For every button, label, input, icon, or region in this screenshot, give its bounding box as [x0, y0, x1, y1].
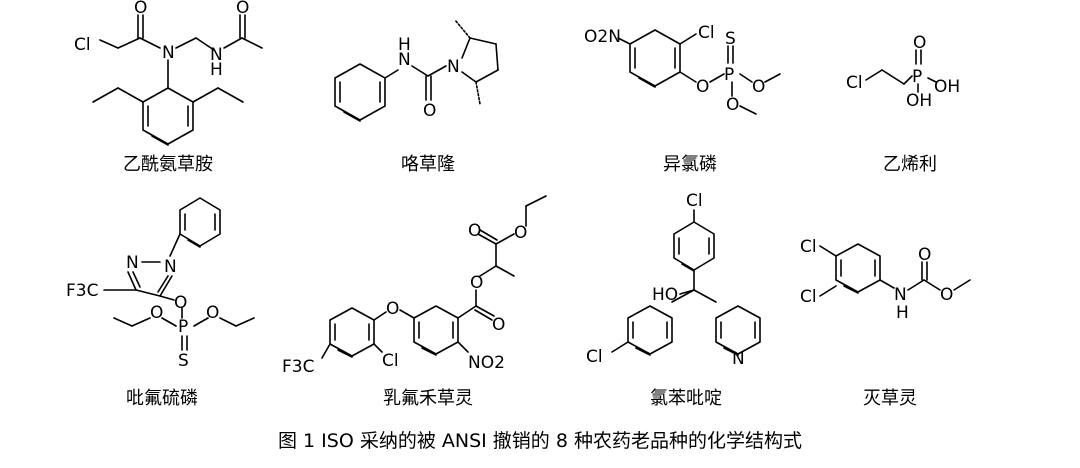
atom-f3c: F3C	[66, 281, 98, 301]
atom-cl: Cl	[74, 35, 91, 55]
structure-lactofen: F3C Cl O NO2 O O O O	[282, 195, 547, 377]
atom-n: N	[210, 45, 223, 65]
label-swep: 灭草灵	[863, 388, 917, 409]
atom-cl: Cl	[800, 237, 817, 257]
atom-o: O	[492, 315, 505, 335]
structure-flupyrazofos: N N F3C O P S O O	[66, 197, 255, 371]
atom-o: O	[134, 0, 147, 18]
atom-n: N	[447, 57, 460, 77]
atom-n: N	[732, 349, 745, 369]
atom-oh: OH	[906, 91, 932, 111]
structure-acetamide: N O Cl N H O	[74, 0, 263, 146]
atom-o: O	[696, 77, 709, 97]
atom-n: N	[164, 257, 177, 277]
atom-o: O	[174, 293, 187, 313]
atom-oh: OH	[934, 77, 960, 97]
atom-cl: Cl	[686, 191, 703, 211]
atom-o2n: O2N	[584, 27, 621, 47]
atom-o: O	[514, 223, 527, 243]
atom-o: O	[726, 95, 739, 115]
atom-o: O	[913, 33, 926, 53]
label-dicapthon: 异氯磷	[663, 154, 717, 175]
atom-cl: Cl	[698, 23, 715, 43]
atom-o: O	[236, 0, 249, 18]
atom-o: O	[150, 303, 163, 323]
atom-no2: NO2	[468, 353, 505, 373]
structure-parinol: Cl HO Cl N	[586, 191, 761, 369]
atom-cl: Cl	[586, 347, 603, 367]
atom-p: P	[724, 65, 734, 85]
atom-s: S	[178, 351, 189, 371]
structure-ethephon: Cl P O OH OH	[846, 33, 960, 111]
atom-n: N	[162, 43, 175, 63]
atom-n: N	[894, 285, 907, 305]
atom-o: O	[206, 303, 219, 323]
atom-n: N	[126, 253, 139, 273]
atom-o: O	[423, 101, 436, 121]
atom-h: H	[896, 303, 909, 323]
label-ethephon: 乙烯利	[883, 154, 937, 175]
atom-o: O	[468, 221, 481, 241]
atom-ho: HO	[652, 285, 678, 305]
atom-p: P	[912, 67, 922, 87]
structure-pyrrolidine-urea: N H O N	[334, 19, 499, 122]
atom-h: H	[398, 35, 411, 55]
atom-o: O	[918, 245, 931, 265]
atom-o: O	[940, 285, 953, 305]
atom-h: H	[210, 60, 223, 80]
atom-f3c: F3C	[282, 357, 314, 377]
figure-caption: 图 1 ISO 采纳的被 ANSI 撤销的 8 种农药老品种的化学结构式	[278, 430, 802, 452]
label-parinol: 氯苯吡啶	[650, 388, 722, 409]
atom-o: O	[752, 77, 765, 97]
structure-swep: Cl Cl N H O O	[800, 237, 971, 323]
atom-n: N	[398, 50, 411, 70]
atom-cl: Cl	[800, 287, 817, 307]
atom-cl: Cl	[382, 351, 399, 371]
atom-o: O	[386, 299, 399, 319]
label-lactofen: 乳氟禾草灵	[383, 388, 473, 409]
atom-o: O	[470, 273, 483, 293]
label-pyrrolidine-urea: 咯草隆	[401, 154, 455, 175]
label-acetamide: 乙酰氨草胺	[123, 154, 213, 175]
atom-s: S	[725, 29, 736, 49]
atom-p: P	[178, 317, 188, 337]
label-flupyrazofos: 吡氟硫磷	[126, 388, 198, 409]
structure-dicapthon: O2N Cl O P S O O	[584, 23, 781, 115]
atom-cl: Cl	[846, 73, 863, 93]
